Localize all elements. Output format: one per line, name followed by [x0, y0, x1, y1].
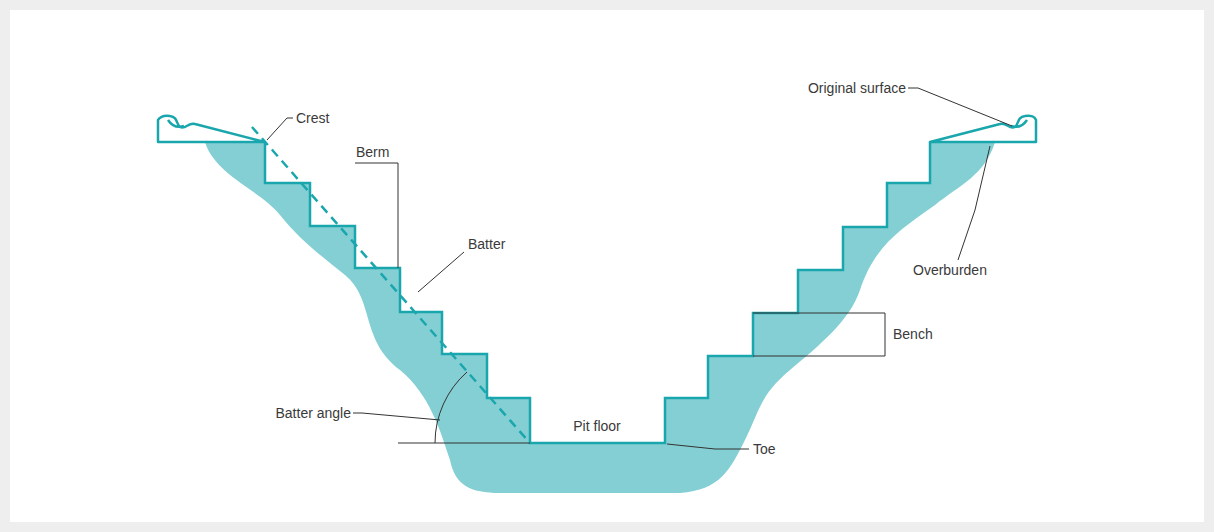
- bench-label: Bench: [893, 326, 933, 342]
- angle-leader: [353, 413, 440, 420]
- batter-line: [252, 127, 530, 443]
- crest-leader: [267, 118, 293, 140]
- rock-mass: [205, 142, 995, 493]
- berm-bracket: [355, 163, 398, 268]
- bench-bracket: [753, 313, 885, 356]
- surface-leader: [908, 88, 1012, 126]
- crest-label: Crest: [296, 110, 329, 126]
- floor-label: Pit floor: [573, 418, 620, 434]
- berm-label: Berm: [356, 144, 389, 160]
- angle-base: [398, 443, 530, 444]
- batter-leader: [418, 252, 464, 292]
- toe-leader: [667, 444, 749, 449]
- overburden-leader: [958, 146, 990, 260]
- overburden-label: Overburden: [913, 262, 987, 278]
- overburden-right: [930, 116, 1036, 142]
- batter-label: Batter: [468, 236, 505, 252]
- angle-label: Batter angle: [276, 405, 352, 421]
- angle-arc: [435, 372, 467, 443]
- overburden-left: [158, 116, 265, 142]
- pit-profile: [265, 142, 930, 443]
- toe-label: Toe: [753, 441, 776, 457]
- surface-label: Original surface: [808, 80, 906, 96]
